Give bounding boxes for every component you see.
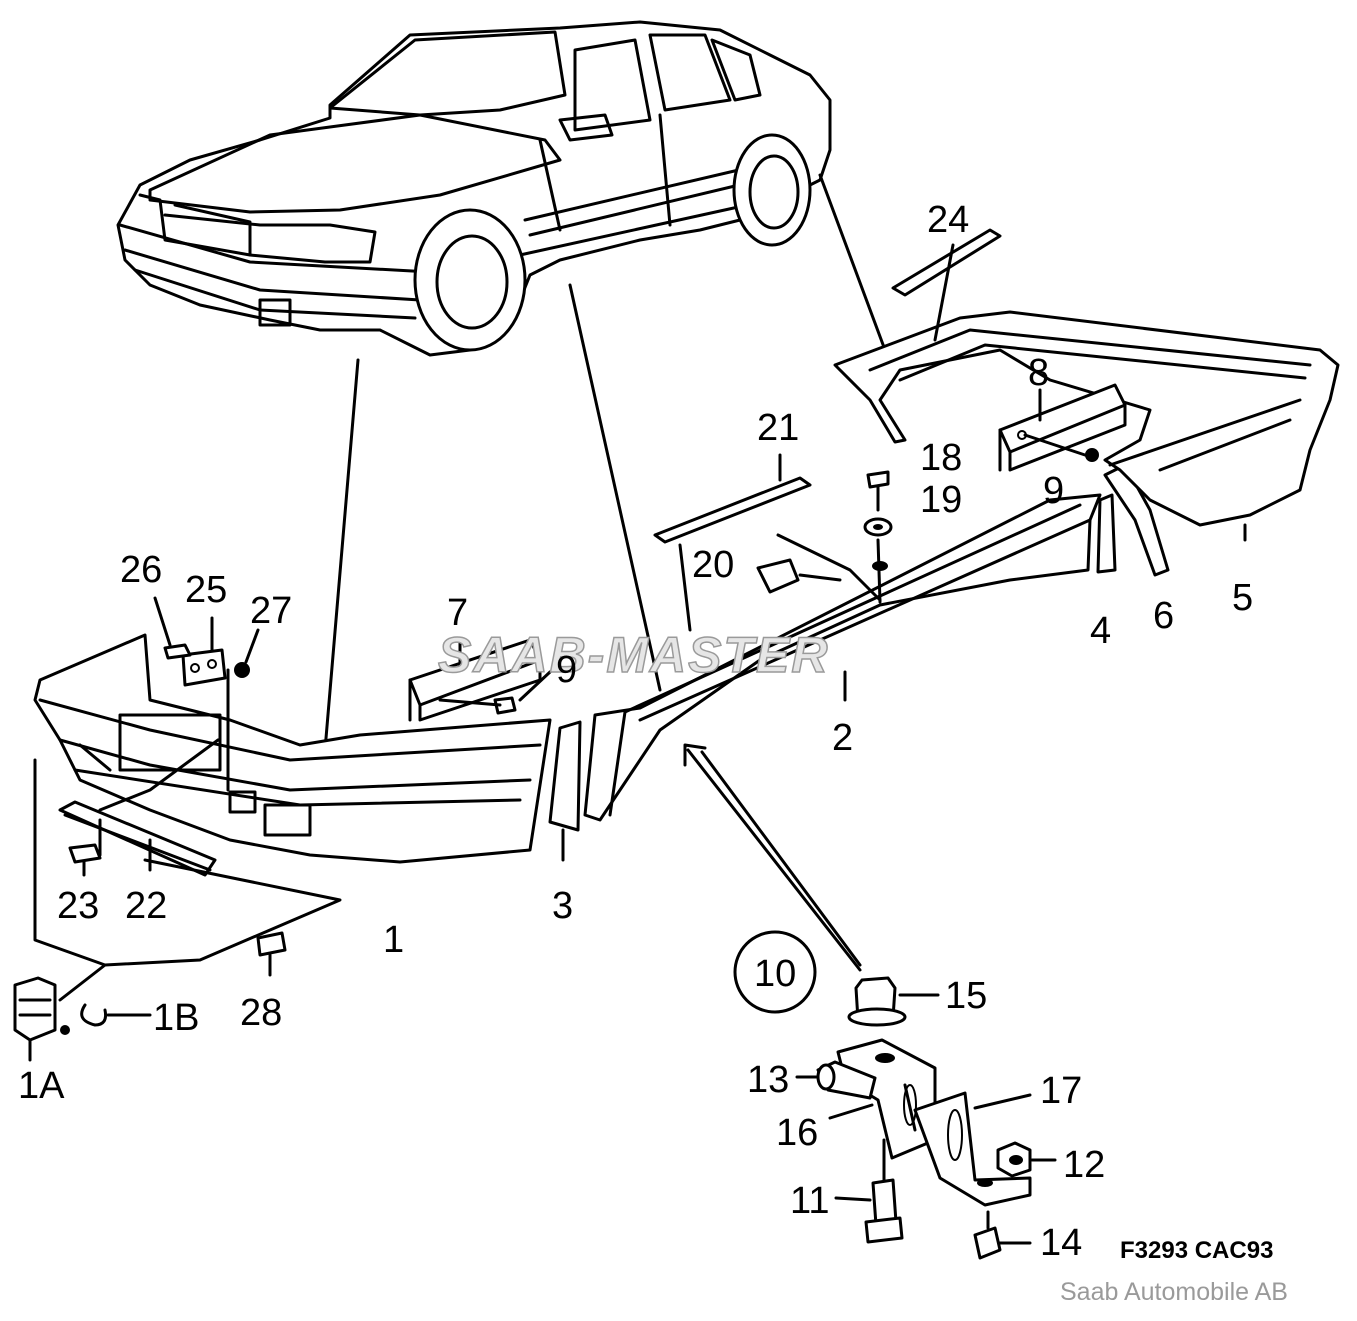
callout-6: 6: [1153, 595, 1174, 637]
callout-18: 18: [920, 437, 962, 479]
bracket-8: [998, 383, 1127, 472]
nut-15: [847, 976, 940, 1027]
callout-14: 14: [1040, 1222, 1082, 1264]
callout-20: 20: [692, 544, 734, 586]
callout-23: 23: [57, 885, 99, 927]
rail-7: [408, 638, 552, 722]
bolt-14: [973, 1210, 1032, 1260]
nut-27: [234, 628, 260, 678]
callout-7: 7: [447, 592, 468, 634]
trim-4: [1096, 493, 1117, 574]
callout-28: 28: [240, 992, 282, 1034]
callout-27: 27: [250, 590, 292, 632]
watermark-text: SAAB-MASTER: [438, 627, 829, 683]
callout-2: 2: [832, 717, 853, 759]
bracket-17: [913, 1091, 1032, 1207]
bracket-outline: [103, 858, 342, 967]
bolt-11: [834, 1138, 904, 1244]
bumper-strip-22: [58, 800, 217, 877]
detail-group-badge: [733, 930, 817, 1014]
screw-28: [256, 931, 287, 977]
screw-26: [153, 596, 192, 660]
callout-8: 8: [1028, 352, 1049, 394]
callout-26: 26: [120, 549, 162, 591]
car-illustration: [116, 20, 832, 357]
clip-1B: [80, 1003, 152, 1027]
screw-18: [866, 470, 890, 512]
bracket-1A: [13, 976, 70, 1062]
trim-3: [548, 720, 582, 862]
clip-23: [68, 843, 102, 877]
front-bumper: [33, 633, 552, 864]
clip-20: [756, 533, 882, 602]
rear-bumper: [833, 310, 1340, 542]
callout-25: 25: [185, 569, 227, 611]
callout-16: 16: [776, 1112, 818, 1154]
bolt-13: [795, 1060, 877, 1100]
callout-19: 19: [920, 479, 962, 521]
strip-21-guide: [678, 543, 692, 632]
side-sill-2: [583, 493, 1102, 822]
bracket-25: [181, 616, 227, 687]
callout-4: 4: [1090, 610, 1111, 652]
nut-12: [996, 1141, 1057, 1178]
callout-labels: 1 1A 1B 2 3 4 5 6 7 8 9 9 10 11 12 13 14…: [18, 199, 1253, 1264]
callout-1A: 1A: [18, 1065, 65, 1107]
strip-21: [653, 453, 812, 544]
callout-9-rear: 9: [1043, 470, 1064, 512]
sill-fastener-guide: [876, 538, 882, 604]
washer-19: [863, 517, 893, 537]
callout-3: 3: [552, 885, 573, 927]
callout-12: 12: [1063, 1144, 1105, 1186]
callout-9-front: 9: [556, 649, 577, 691]
strip-24: [891, 228, 1002, 342]
copyright-text: Saab Automobile AB: [1060, 1278, 1288, 1306]
callout-5: 5: [1232, 577, 1253, 619]
callout-1: 1: [383, 919, 404, 961]
callout-10: 10: [754, 953, 796, 995]
callout-15: 15: [945, 975, 987, 1017]
callout-22: 22: [125, 885, 167, 927]
callout-13: 13: [747, 1059, 789, 1101]
callout-17: 17: [1040, 1070, 1082, 1112]
drawing-code: F3293 CAC93: [1120, 1237, 1273, 1264]
callout-24: 24: [927, 199, 969, 241]
callout-1B: 1B: [153, 997, 199, 1039]
callout-11: 11: [790, 1180, 829, 1222]
callout-21: 21: [757, 407, 799, 449]
strip-guide: [98, 738, 220, 812]
detail-arrow: [683, 743, 862, 972]
assembly-lines: [323, 173, 887, 752]
